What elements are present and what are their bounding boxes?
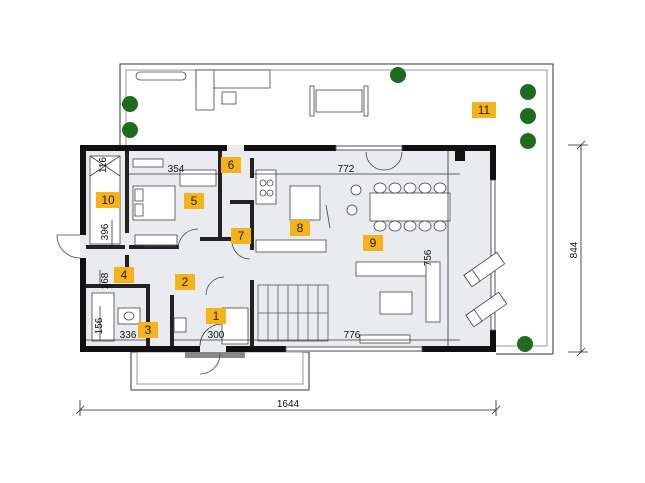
room-label-6: 6 <box>221 157 241 173</box>
svg-text:2: 2 <box>182 275 189 289</box>
plants <box>122 67 536 352</box>
interior-walls <box>86 151 254 346</box>
internal-dimensions <box>86 151 460 346</box>
dim-overall-depth: 844 <box>569 241 580 258</box>
plant-icon <box>517 336 533 352</box>
svg-text:6: 6 <box>228 158 235 172</box>
plant-icon <box>390 67 406 83</box>
svg-text:7: 7 <box>238 229 245 243</box>
svg-text:8: 8 <box>297 221 304 235</box>
svg-text:3: 3 <box>145 323 152 337</box>
dim-wall-offset: 116 <box>98 157 109 173</box>
bed <box>132 158 217 247</box>
room-label-9: 9 <box>363 235 383 251</box>
staircase <box>257 284 329 342</box>
dim-living-width: 772 <box>338 164 355 175</box>
plant-icon <box>520 84 536 100</box>
dim-storage-depth: 396 <box>100 223 111 240</box>
svg-text:11: 11 <box>478 103 491 117</box>
svg-text:1: 1 <box>213 309 220 323</box>
room-label-11: 11 <box>472 102 496 118</box>
dining-set <box>369 182 451 232</box>
overall-depth-dimension <box>568 140 588 357</box>
exterior-walls <box>80 145 496 352</box>
room-label-10: 10 <box>96 192 120 208</box>
plant-icon <box>520 108 536 124</box>
sofa-set <box>355 261 441 344</box>
svg-text:9: 9 <box>370 236 377 250</box>
room-label-8: 8 <box>290 220 310 236</box>
dim-overall-width: 1644 <box>277 399 300 410</box>
dim-entry-width: 300 <box>208 330 225 341</box>
room-label-4: 4 <box>114 267 134 283</box>
dim-closet-depth: 168 <box>100 272 111 289</box>
plant-icon <box>520 133 536 149</box>
overall-width-dimension <box>75 400 501 416</box>
dim-wc-depth: 156 <box>94 317 105 334</box>
room-label-3: 3 <box>138 322 158 338</box>
svg-text:10: 10 <box>101 193 115 207</box>
room-label-2: 2 <box>175 274 195 290</box>
terrace-furniture <box>135 69 508 328</box>
svg-text:5: 5 <box>191 194 198 208</box>
room-labels: 1 2 3 4 5 6 7 8 9 10 11 <box>96 102 496 338</box>
dim-bedroom-width: 354 <box>168 164 185 175</box>
bathroom-fixtures <box>91 292 249 345</box>
kitchen <box>255 169 362 253</box>
internal-dimension-labels: 354 772 776 300 336 756 396 168 156 116 <box>94 157 434 341</box>
plant-icon <box>122 122 138 138</box>
dim-hall-width: 776 <box>344 330 361 341</box>
plant-icon <box>122 96 138 112</box>
room-label-1: 1 <box>206 308 226 324</box>
dim-living-depth: 756 <box>423 249 434 266</box>
dim-bath-width: 336 <box>120 330 137 341</box>
room-label-5: 5 <box>184 193 204 209</box>
room-label-7: 7 <box>231 228 251 244</box>
svg-text:4: 4 <box>121 268 128 282</box>
